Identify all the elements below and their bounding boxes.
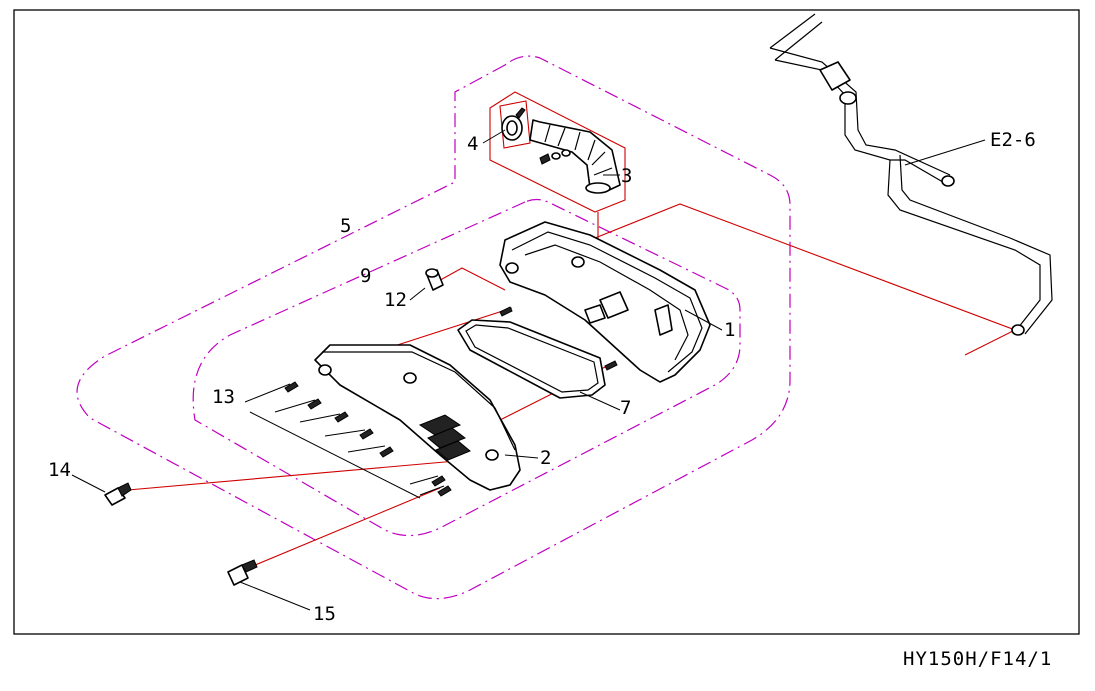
leader-2: [504, 454, 539, 459]
leader-4: [482, 129, 506, 144]
air-cleaner-cover: [314, 344, 521, 491]
callout-12: 12: [384, 289, 407, 311]
leader-15: [239, 581, 311, 611]
callout-15: 15: [313, 603, 336, 625]
gasket-screws: [499, 306, 618, 371]
assembly-line-15: [247, 487, 441, 569]
hose-clamp: [501, 107, 526, 141]
leader-13: [244, 383, 445, 499]
leader-7: [579, 391, 621, 411]
group-outline-5: [76, 55, 791, 600]
callout-5: 5: [340, 215, 351, 237]
spacer-12: [425, 268, 444, 291]
gasket: [457, 319, 606, 399]
group-outline-3-4: [489, 91, 626, 213]
drawing-code: HY150H/F14/1: [903, 648, 1052, 670]
assembly-line-breather: [589, 203, 1017, 356]
intake-duct: [529, 119, 621, 194]
callout-13: 13: [212, 386, 235, 408]
callout-2: 2: [540, 447, 551, 469]
assembly-line-12: [434, 267, 506, 291]
leader-14: [71, 474, 106, 493]
callout-1: 1: [724, 319, 735, 341]
callout-9: 9: [360, 265, 371, 287]
bolt-15: [227, 559, 258, 586]
callout-3: 3: [621, 165, 632, 187]
callout-14: 14: [48, 459, 71, 481]
leader-1: [684, 309, 723, 331]
assembly-line-14: [127, 457, 491, 491]
cover-screws: [284, 381, 452, 497]
bolt-14: [104, 482, 132, 506]
group-outline-9: [192, 198, 741, 537]
drawing-frame: [13, 9, 1080, 635]
callout-4: 4: [467, 133, 478, 155]
callout-7: 7: [620, 397, 631, 419]
callout-e26: E2-6: [990, 129, 1036, 151]
leader-e26: [904, 139, 986, 166]
air-cleaner-case: [499, 221, 711, 383]
leader-12: [409, 287, 426, 301]
breather-hose: [769, 13, 1053, 336]
